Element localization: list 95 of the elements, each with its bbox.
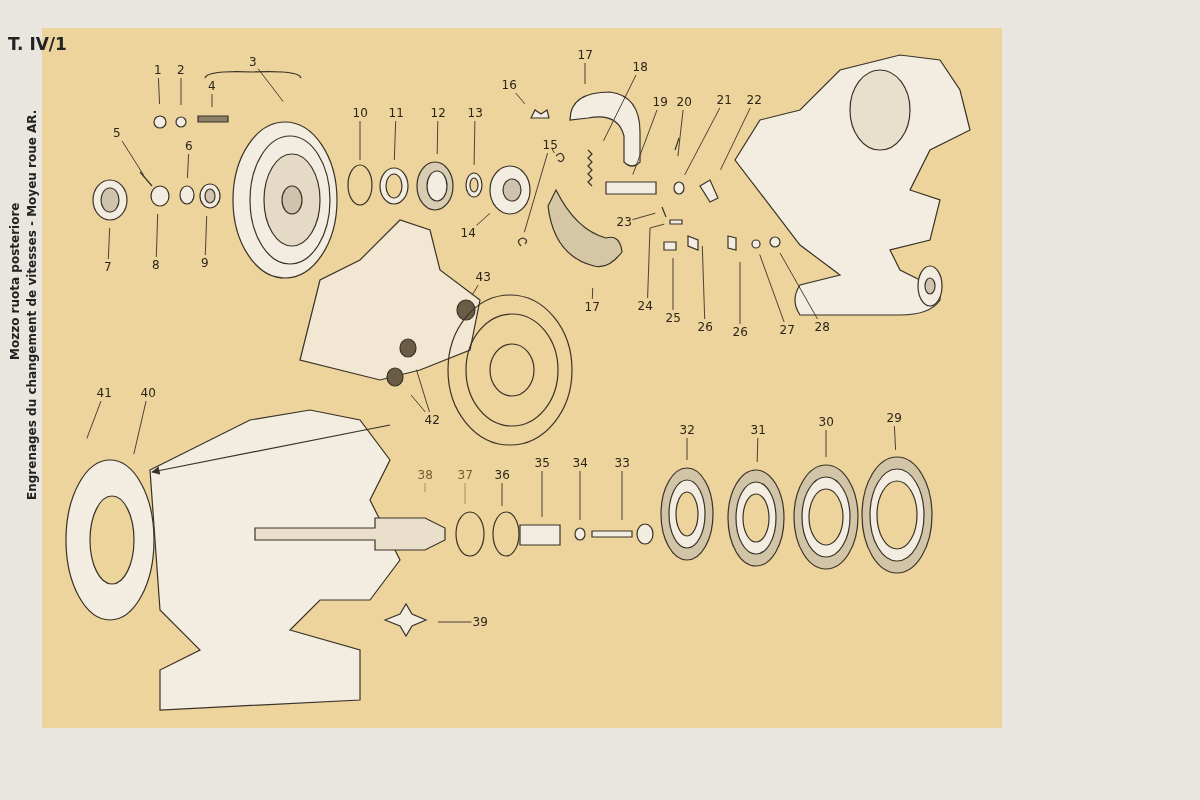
leader-line (415, 369, 430, 413)
leader-line (107, 227, 111, 260)
leader-line (720, 107, 751, 171)
leader-line (632, 212, 656, 221)
callout-number: 17 (584, 300, 600, 314)
callout-number: 22 (746, 93, 762, 107)
leader-line (759, 254, 785, 323)
callout-number: 21 (716, 93, 732, 107)
callout-number: 40 (140, 386, 156, 400)
leader-line (211, 93, 213, 108)
callout-number: 9 (201, 256, 209, 270)
callout-number: 14 (460, 226, 476, 240)
callout-number: 34 (572, 456, 588, 470)
leader-line (473, 120, 476, 166)
leader-line (779, 252, 818, 320)
callout-number: 26 (697, 320, 713, 334)
callout-number: 36 (494, 468, 510, 482)
leader-line (677, 109, 684, 157)
leader-line (464, 482, 466, 505)
leader-line (739, 261, 741, 325)
leader-line (551, 148, 555, 154)
callout-number: 38 (417, 468, 433, 482)
callout-number: 1 (154, 63, 162, 77)
leader-line (204, 215, 208, 256)
leader-line (632, 109, 658, 175)
leader-line (591, 287, 594, 300)
callout-number: 33 (614, 456, 630, 470)
callout-number: 39 (472, 615, 488, 629)
leader-line (579, 470, 581, 521)
callout-number: 13 (467, 106, 483, 120)
leader-line (471, 284, 479, 296)
callout-number: 15 (542, 138, 558, 152)
callout-number: 2 (177, 63, 185, 77)
callout-number: 25 (665, 311, 681, 325)
callout-number: 30 (818, 415, 834, 429)
leader-line (393, 120, 397, 161)
callout-number: 8 (152, 258, 160, 272)
callout-number: 3 (249, 55, 257, 69)
leader-line (180, 77, 182, 106)
leader-line (672, 257, 674, 311)
leader-line (523, 152, 549, 233)
leader-line (756, 437, 759, 463)
leader-line (515, 92, 526, 105)
leader-line (155, 213, 159, 258)
callout-number: 5 (113, 126, 121, 140)
callout-number: 42 (424, 413, 440, 427)
callout-number: 35 (534, 456, 550, 470)
leader-line (684, 107, 721, 176)
leader-line (825, 429, 827, 458)
leader-line (584, 62, 586, 85)
leader-line (701, 245, 706, 320)
leader-line (359, 120, 361, 161)
leader-line (476, 212, 491, 226)
leader-line (647, 223, 665, 299)
leader-line (541, 470, 543, 518)
callout-number: 32 (679, 423, 695, 437)
leader-line (257, 68, 284, 103)
leader-line (436, 120, 439, 155)
callout-number: 6 (185, 139, 193, 153)
callout-number: 23 (616, 215, 632, 229)
leader-line (501, 482, 503, 507)
callout-number: 43 (475, 270, 491, 284)
leader-line (893, 425, 897, 451)
callout-number: 12 (430, 106, 446, 120)
callout-number: 17 (577, 48, 593, 62)
callout-number: 24 (637, 299, 653, 313)
callout-number: 26 (732, 325, 748, 339)
leader-line (86, 400, 102, 439)
leader-line (437, 621, 472, 623)
leader-line (621, 470, 623, 521)
callout-number: 10 (352, 106, 368, 120)
callout-number: 37 (457, 468, 473, 482)
leader-line (133, 400, 147, 455)
callout-number: 7 (104, 260, 112, 274)
callout-number: 28 (814, 320, 830, 334)
callout-number: 19 (652, 95, 668, 109)
plate-number: T. IV/1 (8, 34, 67, 54)
callout-number: 27 (779, 323, 795, 337)
callout-number: 16 (501, 78, 517, 92)
leader-line (424, 482, 426, 493)
side-heading: Engrenages du changement de vitesses - Moyeu roue AR. (25, 109, 39, 500)
leader-line (157, 77, 161, 105)
callout-number: 20 (676, 95, 692, 109)
callout-number: 4 (208, 79, 216, 93)
leader-line (121, 140, 145, 176)
callout-number: 41 (96, 386, 112, 400)
callout-number: 29 (886, 411, 902, 425)
leader-line (686, 437, 688, 461)
callout-number: 18 (632, 60, 648, 74)
callout-number: 31 (750, 423, 766, 437)
leader-line (603, 74, 637, 142)
side-heading: Mozzo ruota posteriore (8, 202, 22, 360)
callout-number: 11 (388, 106, 404, 120)
leader-line (410, 394, 426, 413)
leader-line (186, 153, 190, 179)
